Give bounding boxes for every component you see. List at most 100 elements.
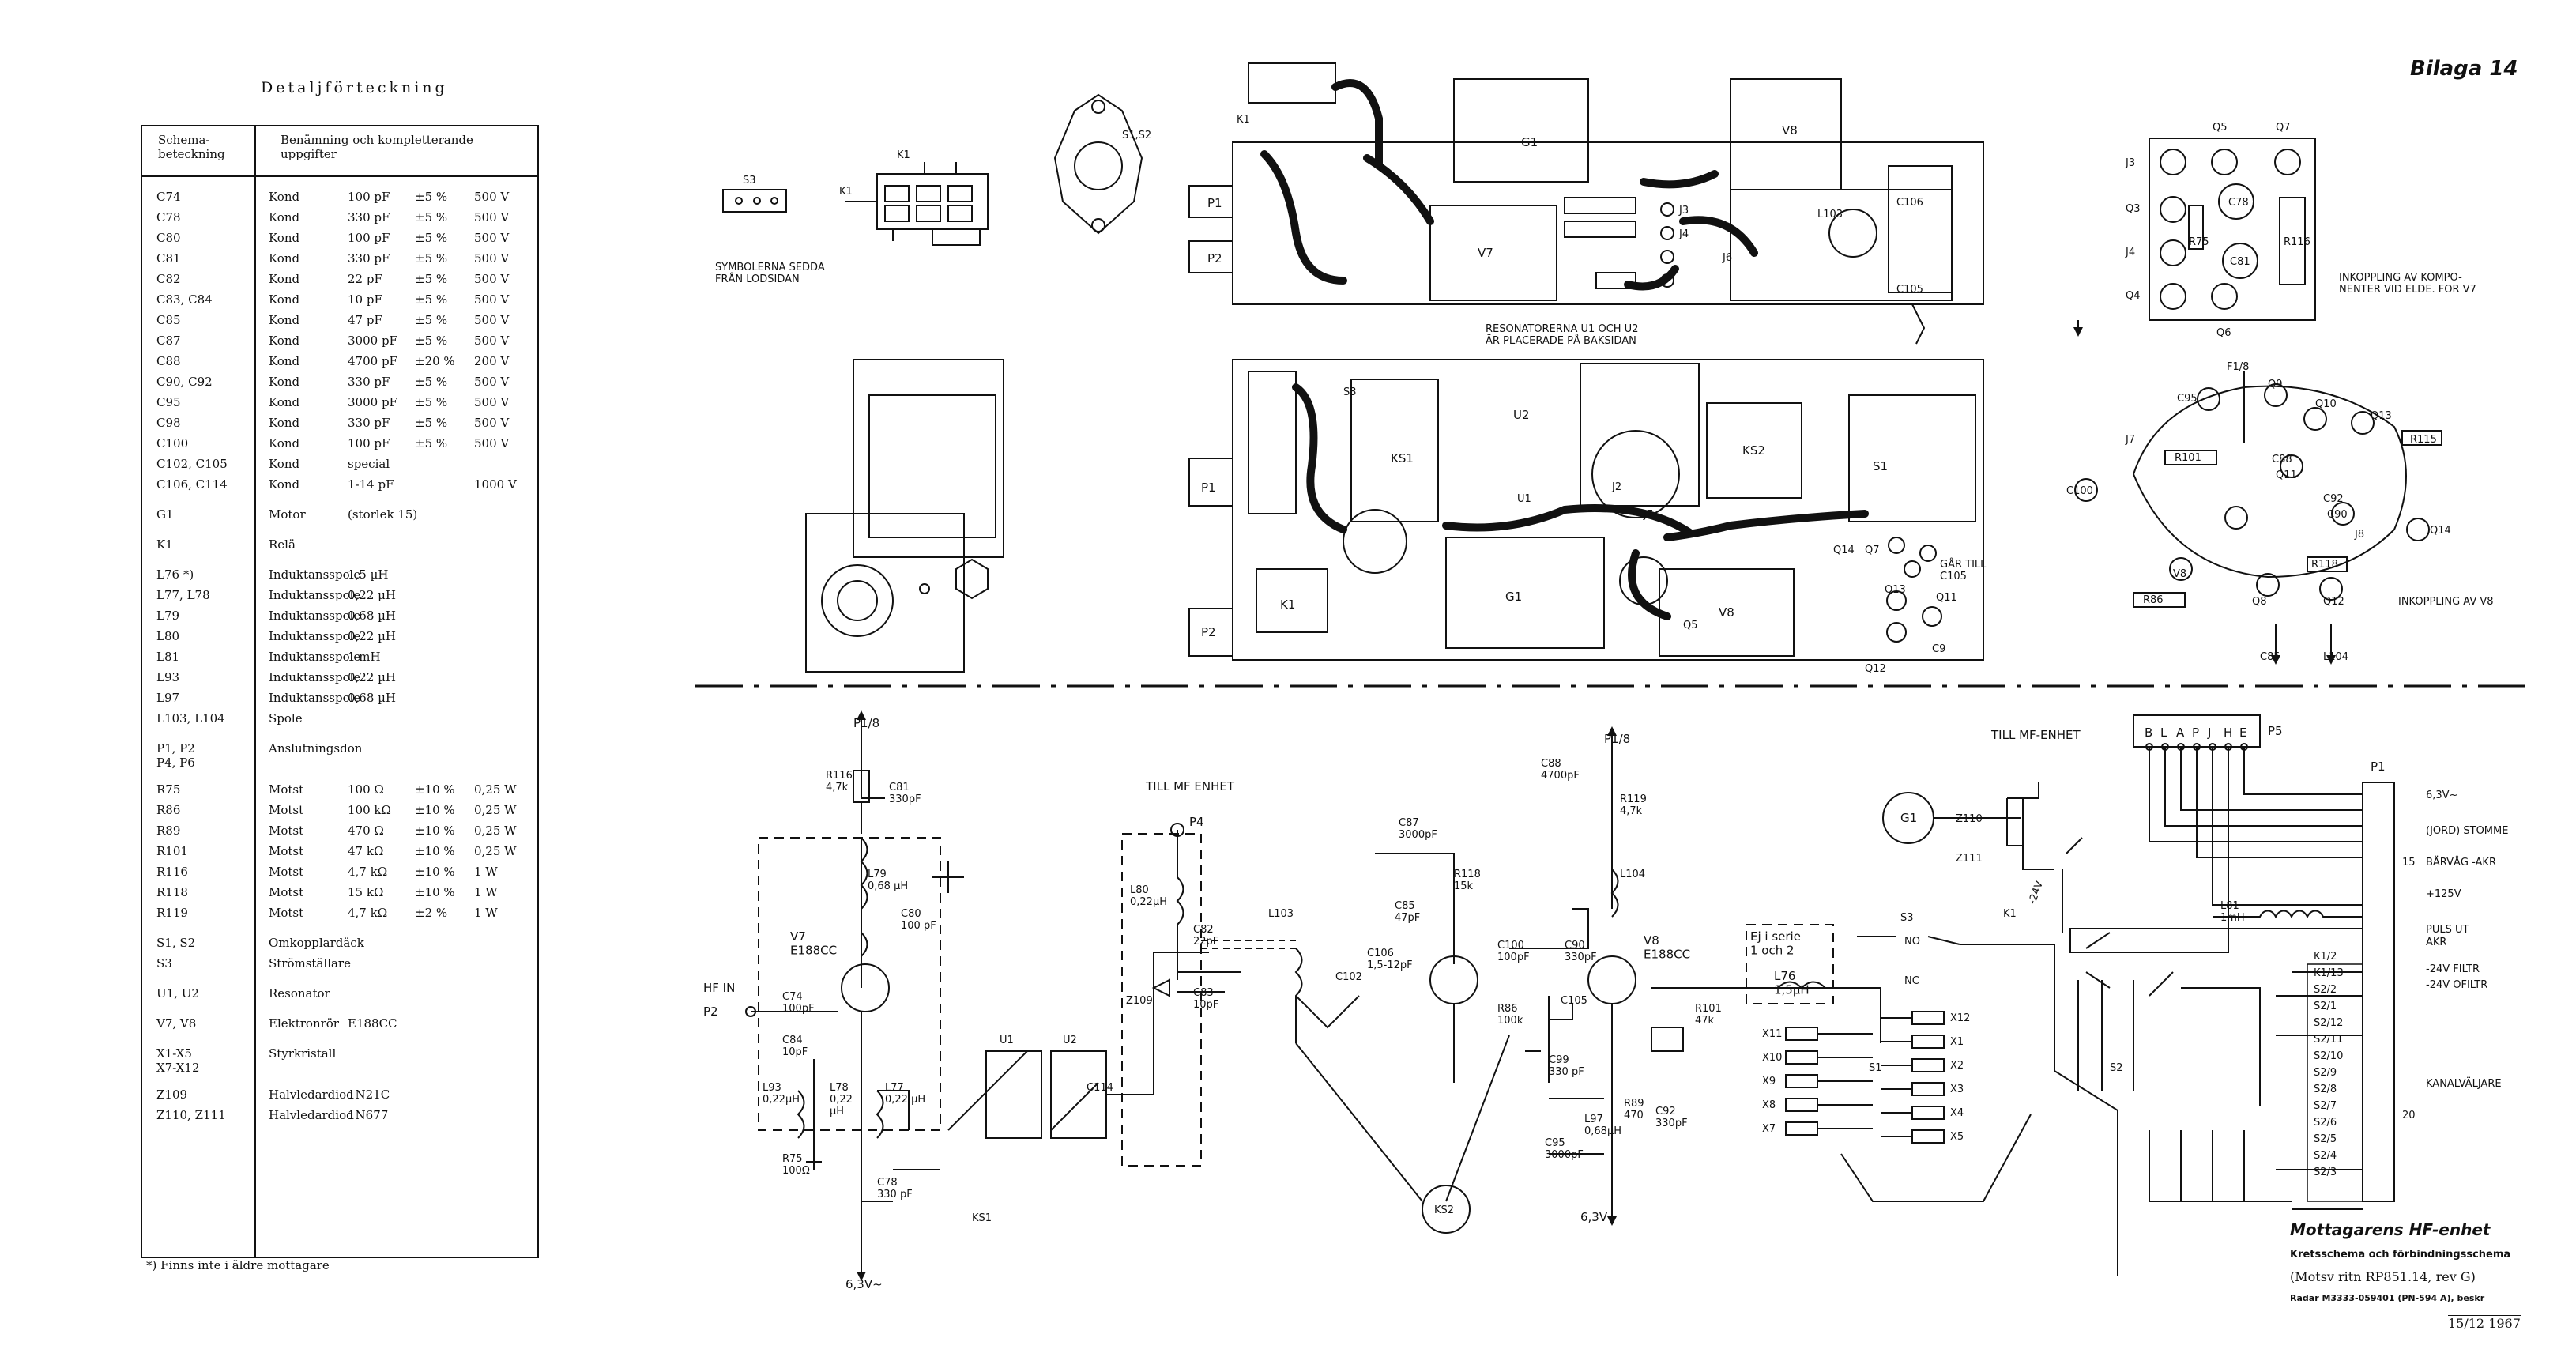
parts-cell-id: L103, L104	[156, 711, 225, 726]
parts-cell-tol: ±2 %	[415, 906, 448, 920]
crystal-label: X1	[1950, 1036, 1964, 1048]
parts-cell-name: Omkopplardäck	[269, 936, 364, 950]
parts-cell-value: 330 pF	[348, 416, 390, 430]
parts-cell-tol: ±10 %	[415, 885, 455, 899]
no-label: NO	[1904, 936, 1920, 948]
p1-pin-label: S2/6	[2314, 1117, 2337, 1129]
parts-list-footnote: *) Finns inte i äldre mottagare	[146, 1258, 330, 1272]
parts-cell-name: Kond	[269, 416, 300, 430]
parts-cell-value: 10 pF	[348, 292, 382, 307]
ks1-label: KS1	[972, 1212, 992, 1224]
parts-cell-tol: ±5 %	[415, 251, 448, 266]
parts-cell-value: special	[348, 457, 390, 471]
svg-text:Q11: Q11	[1936, 592, 1957, 604]
schematic-labels: HF IN P2 P1/8 P1/8 TILL MF ENHET TILL MF…	[703, 716, 2416, 1291]
schematic-arrows	[857, 320, 2336, 1281]
svg-text:R75: R75	[2189, 236, 2209, 248]
svg-text:Q4: Q4	[2126, 290, 2141, 302]
drawing-reference: (Motsv ritn RP851.14, rev G)	[2290, 1269, 2476, 1284]
svg-text:K1: K1	[1280, 597, 1295, 612]
svg-text:J7: J7	[2125, 434, 2135, 446]
parts-cell-id: S3	[156, 956, 172, 971]
svg-text:V8: V8	[1719, 605, 1734, 620]
sheet-label: Bilaga 14	[2410, 57, 2518, 81]
parts-cell-tol: ±20 %	[415, 354, 455, 368]
l103-label: L103	[1268, 908, 1294, 920]
parts-cell-rating: 500 V	[474, 313, 510, 327]
parts-cell-value: 330 pF	[348, 375, 390, 389]
parts-cell-tol: ±5 %	[415, 272, 448, 286]
bottom-chassis-cables	[1292, 383, 1869, 620]
parts-cell-tol: ±10 %	[415, 803, 455, 817]
parts-cell-value: 100 pF	[348, 436, 390, 450]
svg-text:J2: J2	[1611, 481, 1621, 493]
parts-cell-value: 0,22 µH	[348, 670, 396, 684]
parts-cell-id: G1	[156, 507, 174, 522]
svg-text:P2: P2	[1201, 625, 1216, 639]
parts-cell-id: R89	[156, 824, 181, 838]
svg-text:C105: C105	[1896, 284, 1923, 296]
parts-cell-value: 0,22 µH	[348, 629, 396, 643]
parts-cell-value: 4700 pF	[348, 354, 397, 368]
parts-cell-tol: ±5 %	[415, 375, 448, 389]
top-chassis-view	[1188, 62, 1984, 345]
parts-cell-name: Induktansspole	[269, 567, 361, 582]
parts-cell-name: Motst	[269, 906, 304, 920]
parts-cell-id: L93	[156, 670, 180, 684]
p5-label: P5	[2268, 724, 2283, 738]
hf-in-label: HF IN	[703, 981, 735, 995]
p5-pin-label: L	[2160, 726, 2167, 740]
svg-text:R115: R115	[2410, 434, 2437, 446]
parts-cell-rating: 500 V	[474, 292, 510, 307]
svg-text:J3: J3	[1678, 205, 1689, 217]
drawing-date: 15/12 1967	[2448, 1315, 2521, 1331]
parts-cell-id: C87	[156, 334, 181, 348]
p1-pin-labels: K1/2K1/13S2/2S2/1S2/12S2/11S2/10S2/9S2/8…	[2314, 951, 2344, 1178]
parts-cell-value: 100 kΩ	[348, 803, 391, 817]
svg-text:R118: R118	[2311, 559, 2338, 571]
svg-text:K1: K1	[1237, 114, 1250, 126]
p1-function-label: 6,3V~	[2426, 790, 2457, 801]
svg-text:C92: C92	[2323, 493, 2344, 505]
parts-cell-name: Anslutningsdon	[269, 741, 363, 756]
till-mf-right-label: TILL MF-ENHET	[1990, 728, 2081, 742]
parts-cell-value: (storlek 15)	[348, 507, 418, 522]
parts-list-header: Schema- beteckning Benämning och komplet…	[142, 126, 537, 177]
parts-cell-value: 1-14 pF	[348, 477, 394, 492]
parts-cell-name: Motst	[269, 803, 304, 817]
svg-text:V8: V8	[2173, 568, 2186, 580]
parts-cell-rating: 0,25 W	[474, 844, 517, 858]
parts-cell-name: Kond	[269, 313, 300, 327]
parts-cell-rating: 500 V	[474, 251, 510, 266]
p1-pin-label: S2/5	[2314, 1133, 2337, 1145]
svg-text:R86: R86	[2143, 594, 2164, 606]
parts-cell-name: Kond	[269, 457, 300, 471]
parts-cell-value: 4,7 kΩ	[348, 906, 388, 920]
svg-text:Q12: Q12	[2323, 596, 2344, 608]
parts-cell-id: R101	[156, 844, 188, 858]
svg-text:F1/8: F1/8	[2227, 361, 2249, 373]
parts-cell-name: Resonator	[269, 986, 330, 1001]
s3-top-label: S3	[743, 175, 756, 187]
parts-cell-id: R119	[156, 906, 188, 920]
svg-text:KS2: KS2	[1742, 443, 1765, 458]
parts-cell-rating: 1 W	[474, 885, 498, 899]
svg-text:C78: C78	[2228, 197, 2249, 209]
parts-cell-value: 100 pF	[348, 231, 390, 245]
parts-cell-value: 15 kΩ	[348, 885, 384, 899]
svg-text:P1: P1	[1207, 196, 1222, 210]
